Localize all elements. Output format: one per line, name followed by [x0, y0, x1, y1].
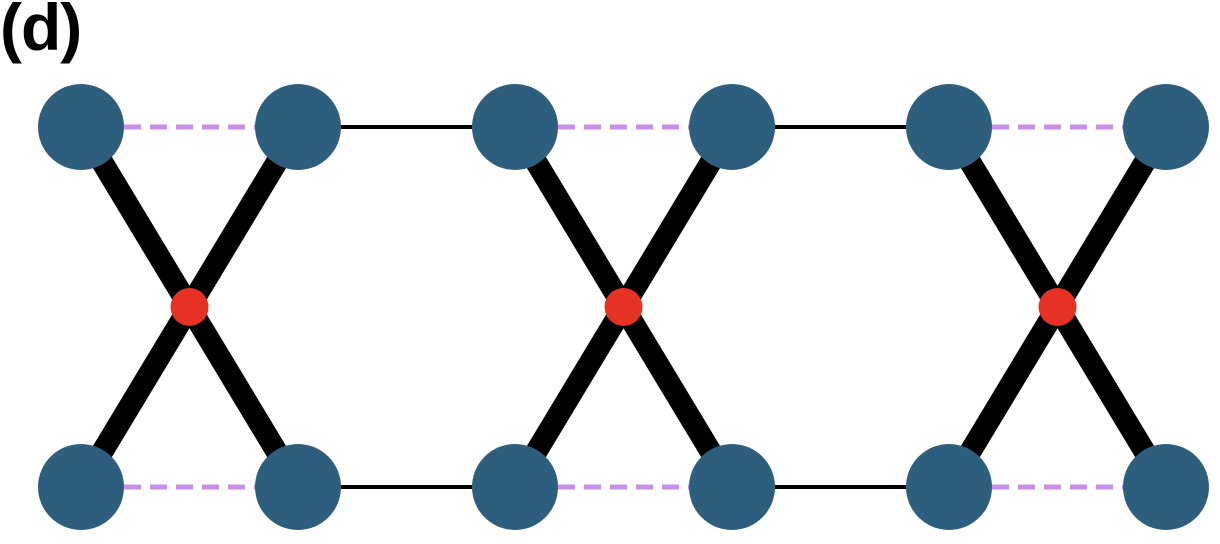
site-node-top-left-cell-3 — [906, 84, 992, 170]
site-node-bottom-right-cell-3 — [1123, 444, 1209, 530]
panel-label: (d) — [0, 0, 82, 64]
site-node-bottom-left-cell-1 — [38, 444, 124, 530]
site-node-top-left-cell-2 — [472, 84, 558, 170]
site-node-top-right-cell-3 — [1123, 84, 1209, 170]
site-node-top-right-cell-1 — [255, 84, 341, 170]
site-node-top-right-cell-2 — [689, 84, 775, 170]
inter-cell-bonds — [341, 125, 906, 489]
center-node-cell-3 — [1038, 288, 1077, 326]
site-node-bottom-right-cell-2 — [689, 444, 775, 530]
center-node-cell-1 — [170, 288, 209, 326]
center-nodes — [170, 288, 1077, 326]
site-node-bottom-right-cell-1 — [255, 444, 341, 530]
site-node-bottom-left-cell-2 — [472, 444, 558, 530]
dashed-intra-cell-bonds — [124, 124, 1123, 490]
site-nodes — [38, 84, 1209, 530]
site-node-top-left-cell-1 — [38, 84, 124, 170]
center-node-cell-2 — [604, 288, 643, 326]
site-node-bottom-left-cell-3 — [906, 444, 992, 530]
